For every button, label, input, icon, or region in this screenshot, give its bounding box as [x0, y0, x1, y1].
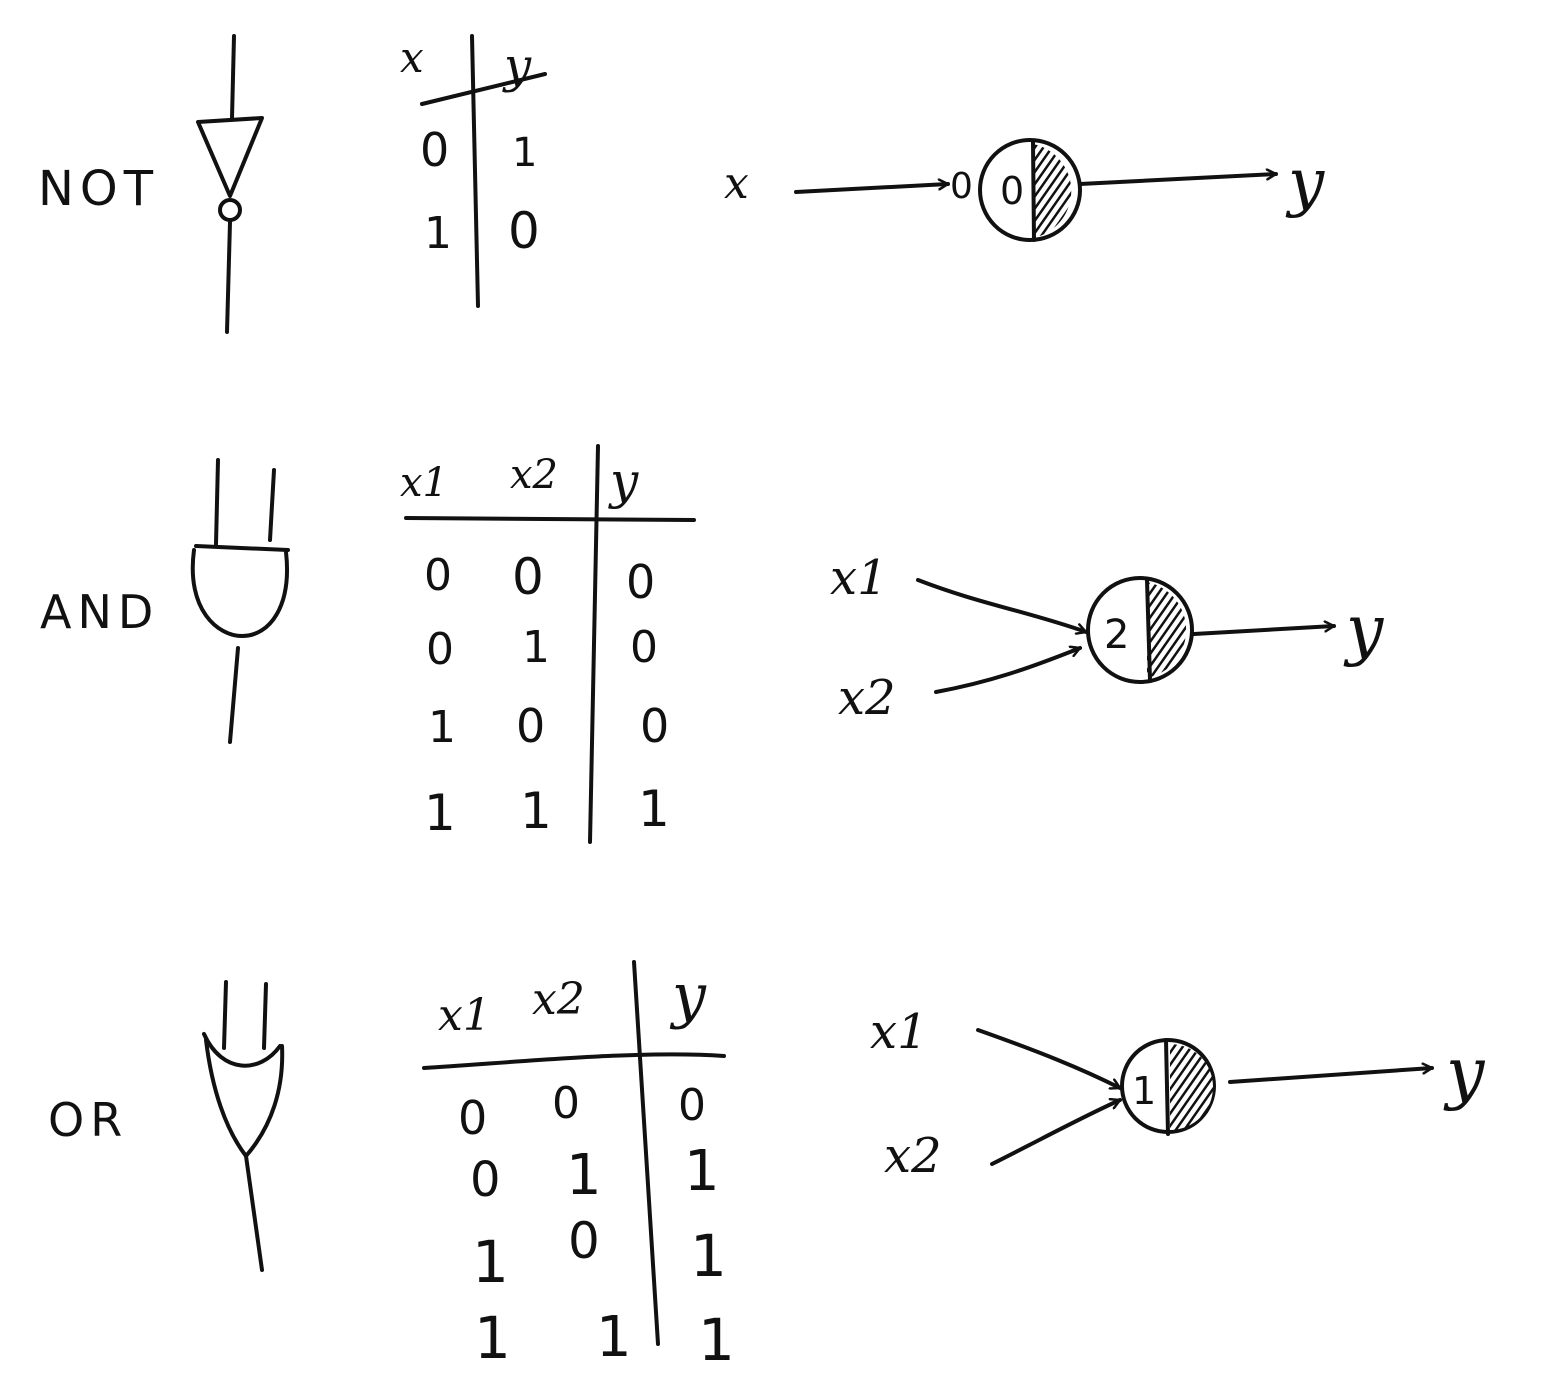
and-cell-0-0: 0: [424, 550, 452, 601]
not-cell-0-1: 1: [512, 130, 537, 176]
and-header-y: y: [608, 452, 639, 510]
and-gate-label: AND: [40, 585, 159, 639]
or-header-x2: x2: [532, 974, 585, 1025]
or-input-x2: x2: [884, 1128, 942, 1184]
or-header-x1: x1: [438, 990, 491, 1041]
or-cell-0-2: 0: [678, 1080, 706, 1131]
or-cell-3-0: 1: [474, 1304, 511, 1372]
and-input-x1: x1: [830, 550, 888, 606]
and-cell-2-1: 0: [516, 699, 545, 753]
not-input-weight: 0: [950, 166, 973, 207]
not-gate-label: NOT: [38, 161, 159, 217]
and-cell-1-1: 1: [522, 622, 550, 673]
and-cell-3-1: 1: [520, 782, 552, 840]
and-cell-3-2: 1: [638, 780, 670, 838]
or-cell-2-2: 1: [690, 1222, 727, 1290]
not-output-y: y: [1285, 146, 1325, 220]
not-truth-table: x y 0 1 1 0: [400, 33, 547, 308]
not-gate-section: NOT x y 0 1 1 0 x 0 0 y: [38, 33, 1325, 334]
or-threshold: 1: [1132, 1069, 1156, 1113]
or-cell-2-1: 0: [568, 1212, 600, 1270]
not-threshold: 0: [1000, 169, 1024, 213]
or-header-y: y: [669, 961, 707, 1031]
or-gate-label: OR: [48, 1093, 128, 1147]
and-cell-2-2: 0: [640, 699, 669, 753]
not-cell-1-1: 0: [508, 202, 540, 260]
or-output-y: y: [1443, 1034, 1486, 1113]
and-output-y: y: [1343, 591, 1384, 668]
and-header-x1: x1: [400, 460, 448, 506]
or-cell-1-2: 1: [684, 1139, 720, 1204]
or-cell-1-1: 1: [566, 1143, 602, 1208]
or-truth-table: x1 x2 y 0 0 0 0 1 1 1 0 1 1 1 1: [422, 960, 735, 1373]
or-cell-1-0: 0: [470, 1152, 501, 1208]
or-input-x1: x1: [870, 1004, 928, 1060]
or-cell-0-0: 0: [458, 1091, 487, 1145]
or-cell-3-1: 1: [596, 1305, 632, 1370]
or-gate-symbol: [202, 980, 285, 1272]
not-input-x: x: [724, 158, 749, 209]
and-cell-0-2: 0: [626, 555, 655, 609]
and-input-x2: x2: [838, 670, 896, 726]
not-neuron: x 0 0 y: [724, 138, 1325, 242]
not-cell-1-0: 1: [424, 208, 452, 259]
and-header-x2: x2: [510, 452, 558, 498]
and-threshold: 2: [1104, 612, 1129, 658]
and-cell-0-1: 0: [512, 548, 544, 606]
and-cell-2-0: 1: [428, 702, 456, 753]
or-neuron: x1 x2 1 y: [870, 1004, 1486, 1184]
and-neuron: x1 x2 2 y: [830, 550, 1384, 726]
not-gate-symbol: [196, 34, 264, 334]
and-gate-symbol: [190, 458, 290, 744]
and-cell-1-2: 0: [630, 622, 658, 673]
not-cell-0-0: 0: [420, 123, 449, 177]
or-cell-2-0: 1: [472, 1228, 509, 1296]
not-header-x: x: [400, 33, 424, 82]
not-header-y: y: [502, 38, 532, 94]
and-cell-1-0: 0: [426, 624, 454, 675]
or-cell-0-1: 0: [552, 1078, 580, 1129]
and-gate-section: AND x1 x2 y 0 0 0 0 1 0 1 0 0 1 1 1: [40, 444, 1384, 844]
or-gate-section: OR x1 x2 y 0 0 0 0 1 1 1 0 1 1 1: [48, 960, 1486, 1373]
or-cell-3-2: 1: [698, 1306, 735, 1373]
and-cell-3-0: 1: [424, 784, 456, 842]
and-truth-table: x1 x2 y 0 0 0 0 1 0 1 0 0 1 1 1: [400, 444, 696, 844]
